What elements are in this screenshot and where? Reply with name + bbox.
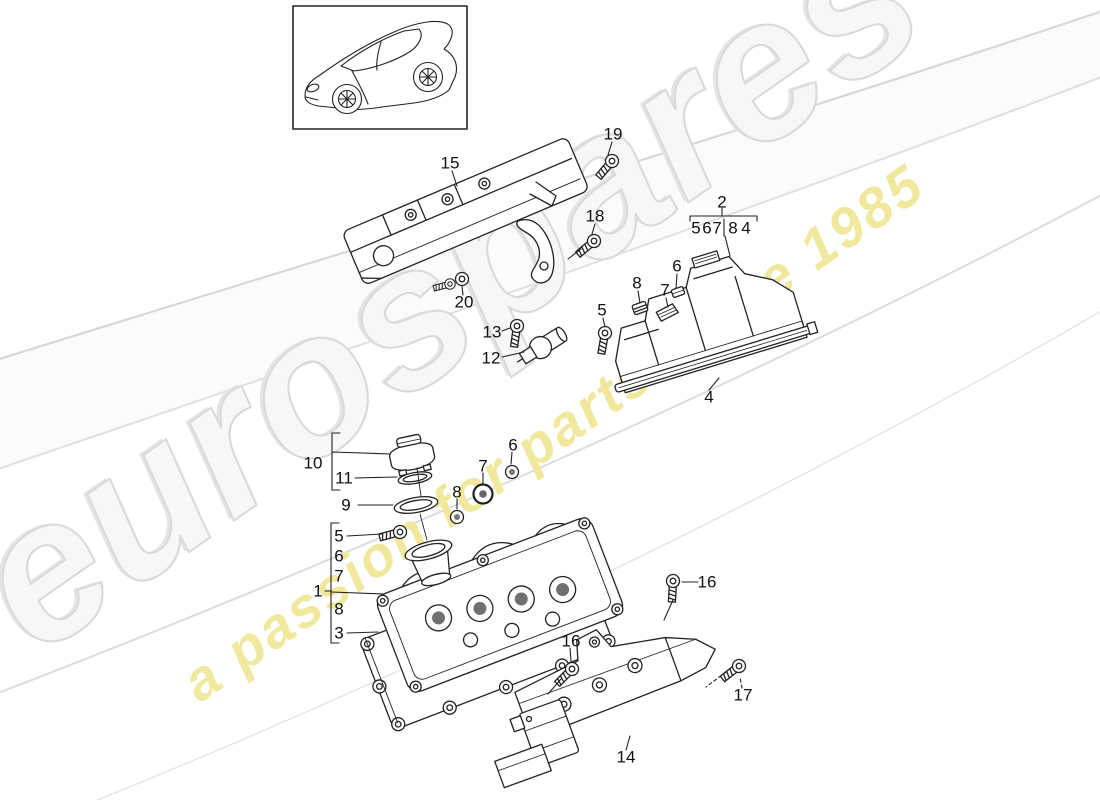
callout-group-5[interactable]: 5 [691,218,701,238]
part-11-o-ring [397,471,433,485]
callout-13[interactable]: 13 [482,322,502,342]
oil-filler-neck [404,539,453,587]
leader-lines [324,141,758,751]
car-outline-drawing [304,20,458,115]
vehicle-inset [292,5,468,130]
callout-7-right[interactable]: 7 [660,280,670,300]
callout-14[interactable]: 14 [616,747,636,767]
part-6-grommet [504,464,520,480]
callout-5-right[interactable]: 5 [597,300,607,320]
part-1-valve-cover-left [376,517,624,693]
part-19-screw [592,151,622,182]
part-13-screw [506,318,525,349]
callout-group-6[interactable]: 6 [702,218,712,238]
callout-4[interactable]: 4 [704,387,714,407]
callout-6-mid[interactable]: 6 [508,435,518,455]
callout-8-mid[interactable]: 8 [452,482,462,502]
part-16-screw-upper [664,573,681,603]
callout-11[interactable]: 11 [335,468,353,488]
callout-1[interactable]: 1 [313,581,323,601]
callout-16-lower[interactable]: 16 [561,631,581,651]
callout-18[interactable]: 18 [585,206,605,226]
callout-16-upper[interactable]: 16 [697,572,717,592]
part-12-sensor [516,326,568,365]
part-7-grommet [472,483,494,505]
callout-7-left[interactable]: 7 [334,566,344,586]
part-8-grommet [449,509,465,525]
part-9-sealing-ring [393,496,439,514]
callout-15[interactable]: 15 [440,153,460,173]
callout-group-8[interactable]: 8 [728,218,738,238]
callout-10[interactable]: 10 [303,453,323,473]
part-17-bolt [717,656,749,685]
callout-group-7[interactable]: 7 [712,218,722,238]
callout-17[interactable]: 17 [733,685,753,705]
part-6-plug-right [670,285,686,299]
callout-8-left[interactable]: 8 [334,599,344,619]
callout-6-left[interactable]: 6 [334,546,344,566]
part-18-screw [573,231,604,261]
callout-12[interactable]: 12 [481,348,501,368]
callout-3[interactable]: 3 [334,623,344,643]
callout-7-mid[interactable]: 7 [478,456,488,476]
callout-20[interactable]: 20 [454,292,474,312]
part-5-screw-right [594,324,614,356]
callout-group-4[interactable]: 4 [741,218,751,238]
part-10-oil-filler-cap [388,433,436,477]
callout-8-right[interactable]: 8 [632,273,642,293]
callout-5-left[interactable]: 5 [334,526,344,546]
part-2-valve-cover-right [615,250,808,394]
part-4-gasket-rail [614,321,819,393]
callout-2[interactable]: 2 [717,192,727,212]
part-7-seal-right [655,303,680,322]
part-15-cover [343,138,588,284]
callout-19[interactable]: 19 [603,124,623,144]
callout-6-right[interactable]: 6 [672,256,682,276]
part-14-lower-plate [494,743,552,789]
callout-9[interactable]: 9 [341,495,351,515]
part-20-washer [431,271,470,294]
